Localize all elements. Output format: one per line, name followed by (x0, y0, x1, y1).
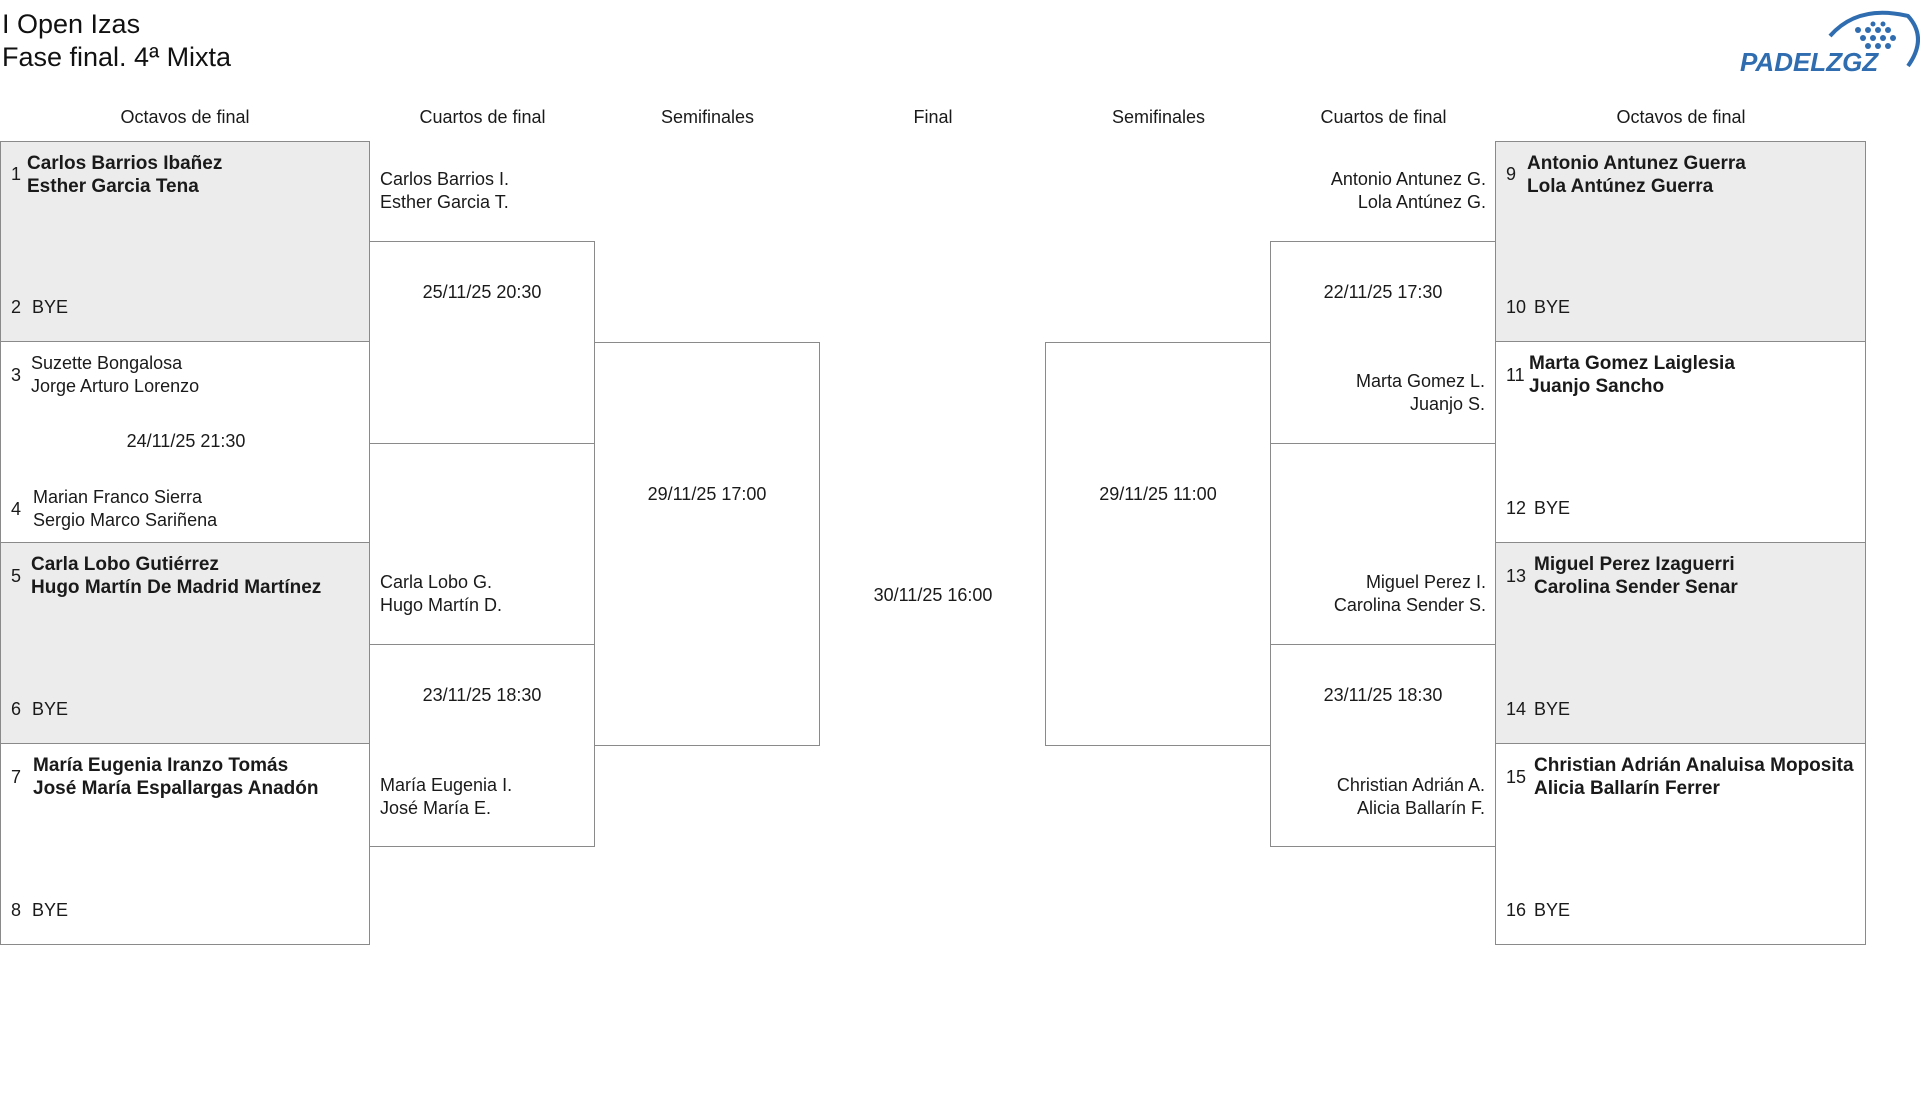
left-r16-match-3: 5 Carla Lobo Gutiérrez Hugo Martín De Ma… (0, 542, 370, 744)
round-header-final: Final (913, 107, 953, 127)
player-name: Jorge Arturo Lorenzo (31, 376, 200, 396)
match-date: 25/11/25 20:30 (422, 282, 542, 302)
logo-text: PADELZGZ (1740, 47, 1879, 77)
page-title: I Open Izas (2, 9, 141, 39)
final-date: 30/11/25 16:00 (873, 585, 993, 605)
match-date: 29/11/25 17:00 (647, 484, 767, 504)
match-date: 24/11/25 21:30 (126, 431, 246, 451)
bye-label: BYE (1534, 699, 1571, 719)
bye-label: BYE (1534, 498, 1571, 518)
bye-label: BYE (32, 900, 69, 920)
qf-player: María Eugenia I. (380, 775, 513, 795)
left-r16-match-4: 7 María Eugenia Iranzo Tomás José María … (0, 743, 370, 945)
player-name: Juanjo Sancho (1529, 376, 1665, 397)
player-name: Suzette Bongalosa (31, 353, 183, 373)
player-name: Marian Franco Sierra (33, 487, 203, 507)
match-date: 22/11/25 17:30 (1323, 282, 1443, 302)
bye-label: BYE (32, 699, 69, 719)
seed-number: 4 (11, 499, 22, 519)
seed-number: 11 (1506, 365, 1525, 385)
qf-player: Miguel Perez I. (1365, 572, 1486, 592)
seed-number: 7 (11, 767, 22, 787)
right-qf-match-2: 23/11/25 18:30 Christian Adrián A. Alici… (1270, 644, 1496, 847)
player-name: Christian Adrián Analuisa Moposita (1534, 755, 1854, 776)
player-name: Alicia Ballarín Ferrer (1534, 778, 1720, 799)
bye-label: BYE (1534, 900, 1571, 920)
round-header-left-qf: Cuartos de final (419, 107, 546, 127)
qf-player: Carolina Sender S. (1333, 595, 1486, 615)
player-name: Esther Garcia Tena (27, 176, 199, 197)
round-header-right-sf: Semifinales (1111, 107, 1206, 127)
padelzgz-logo: PADELZGZ (1738, 8, 1920, 80)
player-name: Carla Lobo Gutiérrez (31, 554, 219, 575)
page-subtitle: Fase final. 4ª Mixta (2, 42, 232, 72)
qf-player: Lola Antúnez G. (1357, 192, 1486, 212)
player-name: Lola Antúnez Guerra (1527, 176, 1714, 197)
seed-number: 14 (1506, 699, 1527, 719)
right-semifinal-match: 29/11/25 11:00 (1045, 342, 1271, 746)
player-name: Antonio Antunez Guerra (1527, 153, 1746, 174)
match-date: 29/11/25 11:00 (1099, 484, 1217, 504)
player-name: Hugo Martín De Madrid Martínez (31, 577, 322, 598)
seed-number: 10 (1506, 297, 1527, 317)
right-r16-match-2: 11 Marta Gomez Laiglesia Juanjo Sancho 1… (1495, 341, 1866, 543)
qf-player: Esther Garcia T. (380, 192, 509, 212)
player-name: Sergio Marco Sariñena (33, 510, 218, 530)
bye-label: BYE (32, 297, 69, 317)
player-name: Carolina Sender Senar (1534, 577, 1738, 598)
left-r16-match-1: 1 Carlos Barrios Ibañez Esther Garcia Te… (0, 141, 370, 342)
player-name: Carlos Barrios Ibañez (27, 153, 223, 174)
qf-player: Christian Adrián A. (1336, 775, 1485, 795)
seed-number: 13 (1506, 566, 1527, 586)
qf-player: Carlos Barrios I. (380, 169, 510, 189)
qf-player: Antonio Antunez G. (1330, 169, 1486, 189)
round-header-right-r16: Octavos de final (1616, 107, 1746, 127)
qf-player: Alicia Ballarín F. (1356, 798, 1485, 818)
player-name: Miguel Perez Izaguerri (1534, 554, 1735, 575)
seed-number: 16 (1506, 900, 1527, 920)
left-semifinal-match: 29/11/25 17:00 (594, 342, 820, 746)
round-header-left-r16: Octavos de final (120, 107, 250, 127)
seed-number: 8 (11, 900, 22, 920)
right-r16-match-3: 13 Miguel Perez Izaguerri Carolina Sende… (1495, 542, 1866, 744)
qf-player: Carla Lobo G. (380, 572, 493, 592)
match-date: 23/11/25 18:30 (1323, 685, 1443, 705)
seed-number: 15 (1506, 767, 1527, 787)
right-r16-match-4: 15 Christian Adrián Analuisa Moposita Al… (1495, 743, 1866, 945)
left-qf-match-1: 25/11/25 20:30 (369, 241, 595, 444)
round-header-left-sf: Semifinales (660, 107, 755, 127)
left-r16-match-2: 3 Suzette Bongalosa Jorge Arturo Lorenzo… (0, 341, 370, 543)
qf-player: Marta Gomez L. (1355, 371, 1485, 391)
seed-number: 6 (11, 699, 22, 719)
seed-number: 1 (11, 164, 22, 184)
seed-number: 9 (1506, 164, 1517, 184)
seed-number: 5 (11, 566, 22, 586)
seed-number: 2 (11, 297, 22, 317)
seed-number: 12 (1506, 498, 1527, 518)
qf-player: Juanjo S. (1409, 394, 1485, 414)
right-r16-match-1: 9 Antonio Antunez Guerra Lola Antúnez Gu… (1495, 141, 1866, 342)
left-qf-match-2: 23/11/25 18:30 María Eugenia I. José Mar… (369, 644, 595, 847)
bye-label: BYE (1534, 297, 1571, 317)
qf-player: José María E. (380, 798, 492, 818)
seed-number: 3 (11, 365, 22, 385)
right-qf-match-1: 22/11/25 17:30 Marta Gomez L. Juanjo S. (1270, 241, 1496, 444)
qf-player: Hugo Martín D. (380, 595, 503, 615)
match-date: 23/11/25 18:30 (422, 685, 542, 705)
player-name: José María Espallargas Anadón (33, 778, 319, 799)
round-header-right-qf: Cuartos de final (1320, 107, 1447, 127)
player-name: Marta Gomez Laiglesia (1529, 353, 1735, 374)
player-name: María Eugenia Iranzo Tomás (33, 755, 289, 776)
